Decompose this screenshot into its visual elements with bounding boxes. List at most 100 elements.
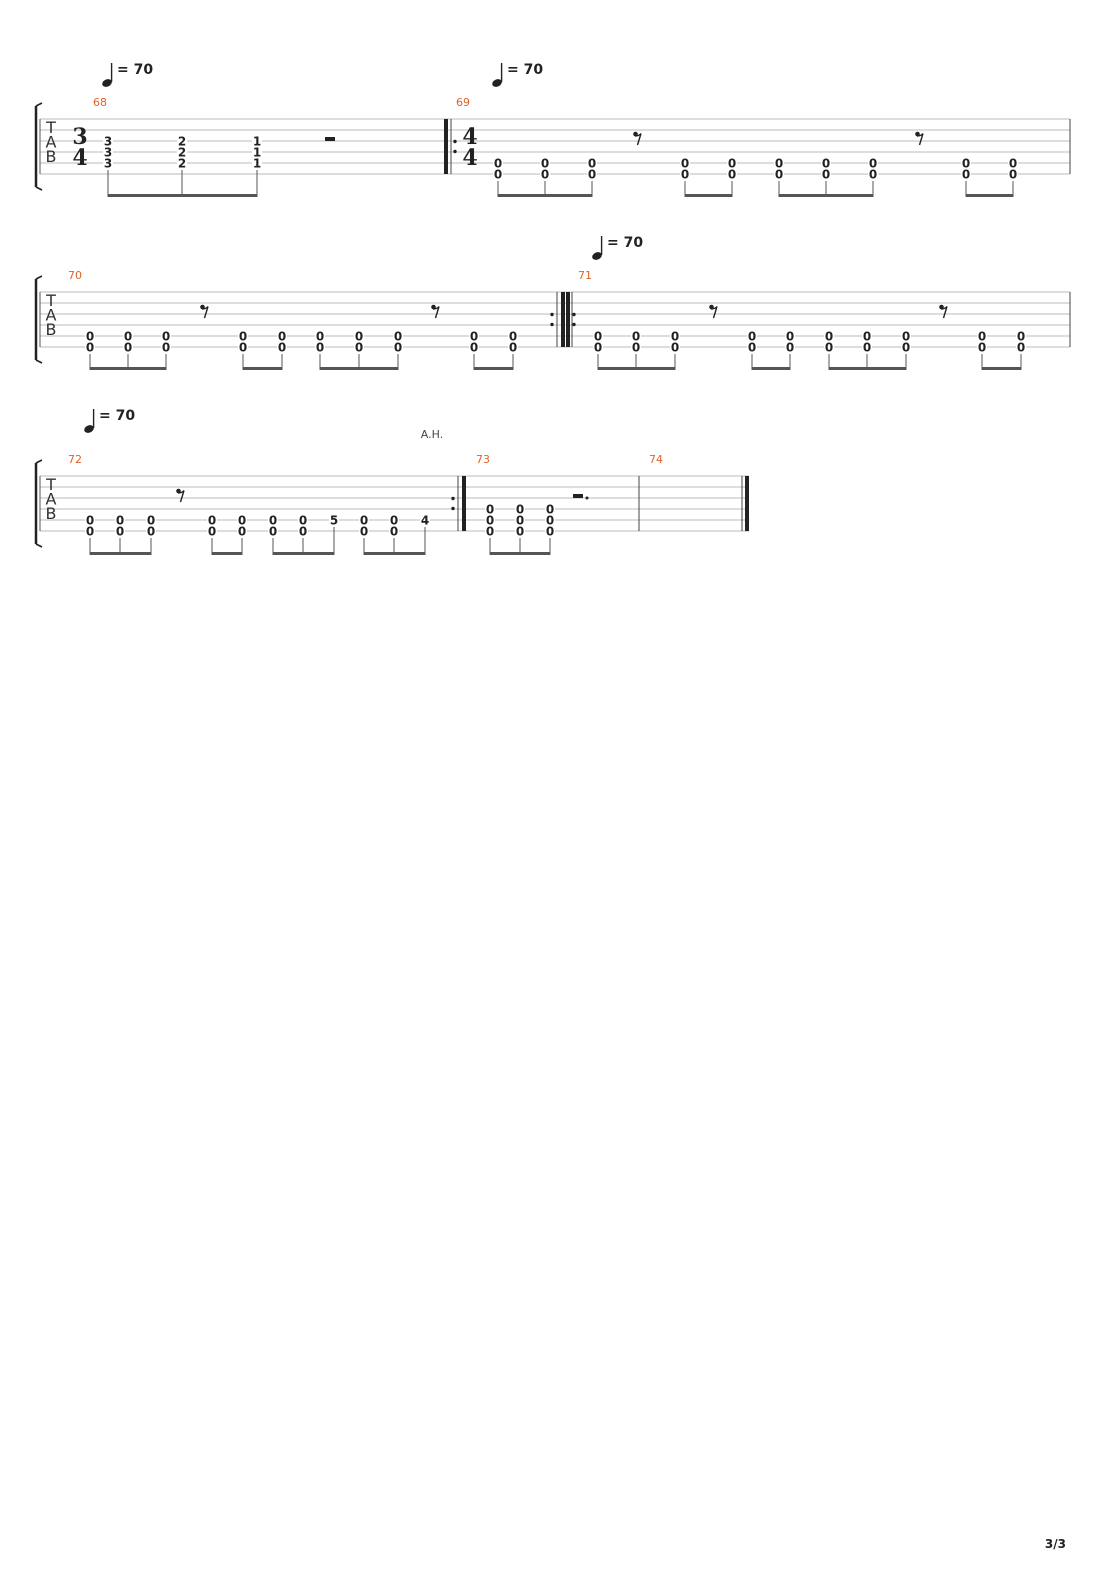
fret-bg	[252, 146, 262, 157]
fret-number: 0	[278, 330, 286, 344]
eighth-rest-stroke	[940, 306, 948, 319]
fret-bg	[354, 330, 364, 341]
fret-bg	[207, 514, 217, 525]
fret-number: 0	[671, 341, 679, 355]
fret-number: 0	[1017, 330, 1025, 344]
fret-bg	[1008, 157, 1018, 168]
fret-number: 0	[116, 514, 124, 528]
fret-bg	[901, 341, 911, 352]
rest-dot	[585, 496, 589, 500]
fret-bg	[785, 330, 795, 341]
fret-number: 0	[902, 330, 910, 344]
fret-number: 0	[978, 341, 986, 355]
repeat-dot	[451, 506, 455, 511]
thick-barline	[462, 476, 466, 531]
beam	[778, 194, 874, 197]
eighth-rest-icon	[200, 304, 205, 310]
fret-bg	[277, 330, 287, 341]
fret-number: 0	[594, 330, 602, 344]
fret-number: 0	[494, 157, 502, 171]
eighth-rest-stroke	[634, 133, 642, 146]
fret-number: 0	[494, 168, 502, 182]
beam	[319, 367, 399, 370]
fret-number: 3	[104, 135, 112, 149]
tempo-note-head-icon	[592, 252, 602, 260]
eighth-rest-icon	[431, 304, 436, 310]
beam	[211, 552, 243, 555]
fret-bg	[493, 168, 503, 179]
measure-number: 71	[578, 269, 592, 282]
measure-number: 72	[68, 453, 82, 466]
beam	[489, 552, 551, 555]
fret-bg	[545, 525, 555, 536]
tab-clef-letter: B	[46, 504, 57, 523]
eighth-rest-stroke	[916, 133, 924, 146]
fret-number: 0	[239, 330, 247, 344]
bracket-hook-top	[35, 275, 43, 280]
measure-number: 74	[649, 453, 663, 466]
tempo-note-head-icon	[102, 79, 112, 87]
fret-number: 0	[869, 168, 877, 182]
beam	[473, 367, 514, 370]
fret-number: 0	[632, 341, 640, 355]
fret-bg	[747, 330, 757, 341]
fret-number: 0	[208, 514, 216, 528]
fret-bg	[977, 341, 987, 352]
fret-number: 0	[394, 341, 402, 355]
thick-barline	[561, 292, 565, 347]
tempo-note-head-icon	[84, 425, 94, 433]
fret-bg	[268, 514, 278, 525]
fret-bg	[515, 503, 525, 514]
fret-number: 0	[541, 168, 549, 182]
fret-number: 0	[588, 157, 596, 171]
fret-number: 0	[1009, 168, 1017, 182]
tab-clef-letter: A	[46, 490, 57, 509]
fret-bg	[540, 168, 550, 179]
fret-number: 0	[239, 341, 247, 355]
fret-bg	[727, 157, 737, 168]
fret-bg	[824, 341, 834, 352]
fret-number: 0	[86, 514, 94, 528]
fret-bg	[146, 514, 156, 525]
fret-bg	[115, 525, 125, 536]
fret-number: 0	[238, 525, 246, 539]
fret-number: 0	[541, 157, 549, 171]
fret-number: 0	[962, 168, 970, 182]
beam	[107, 194, 258, 197]
eighth-rest-icon	[633, 131, 638, 137]
fret-bg	[593, 330, 603, 341]
fret-number: 0	[546, 525, 554, 539]
tab-clef-letter: T	[45, 291, 56, 310]
eighth-rest-icon	[915, 131, 920, 137]
fret-bg	[115, 514, 125, 525]
fret-number: 0	[822, 168, 830, 182]
fret-number: 0	[962, 157, 970, 171]
fret-bg	[469, 341, 479, 352]
fret-number: 1	[253, 135, 261, 149]
fret-bg	[485, 514, 495, 525]
fret-bg	[177, 157, 187, 168]
tempo-marking: = 70	[99, 408, 135, 424]
fret-bg	[238, 341, 248, 352]
eighth-rest-icon	[709, 304, 714, 310]
fret-number: 0	[728, 157, 736, 171]
fret-bg	[485, 503, 495, 514]
fret-bg	[631, 330, 641, 341]
beam	[497, 194, 593, 197]
fret-number: 0	[546, 503, 554, 517]
fret-number: 0	[470, 330, 478, 344]
fret-bg	[252, 135, 262, 146]
fret-number: 0	[86, 525, 94, 539]
fret-bg	[354, 341, 364, 352]
fret-bg	[670, 341, 680, 352]
fret-number: 0	[822, 157, 830, 171]
beam	[89, 367, 167, 370]
repeat-dot	[550, 312, 554, 317]
fret-bg	[389, 514, 399, 525]
fret-bg	[146, 525, 156, 536]
tab-clef-letter: A	[46, 306, 57, 325]
bracket-hook-bottom	[35, 186, 43, 191]
fret-number: 0	[978, 330, 986, 344]
fret-bg	[901, 330, 911, 341]
tab-clef-letter: A	[46, 133, 57, 152]
